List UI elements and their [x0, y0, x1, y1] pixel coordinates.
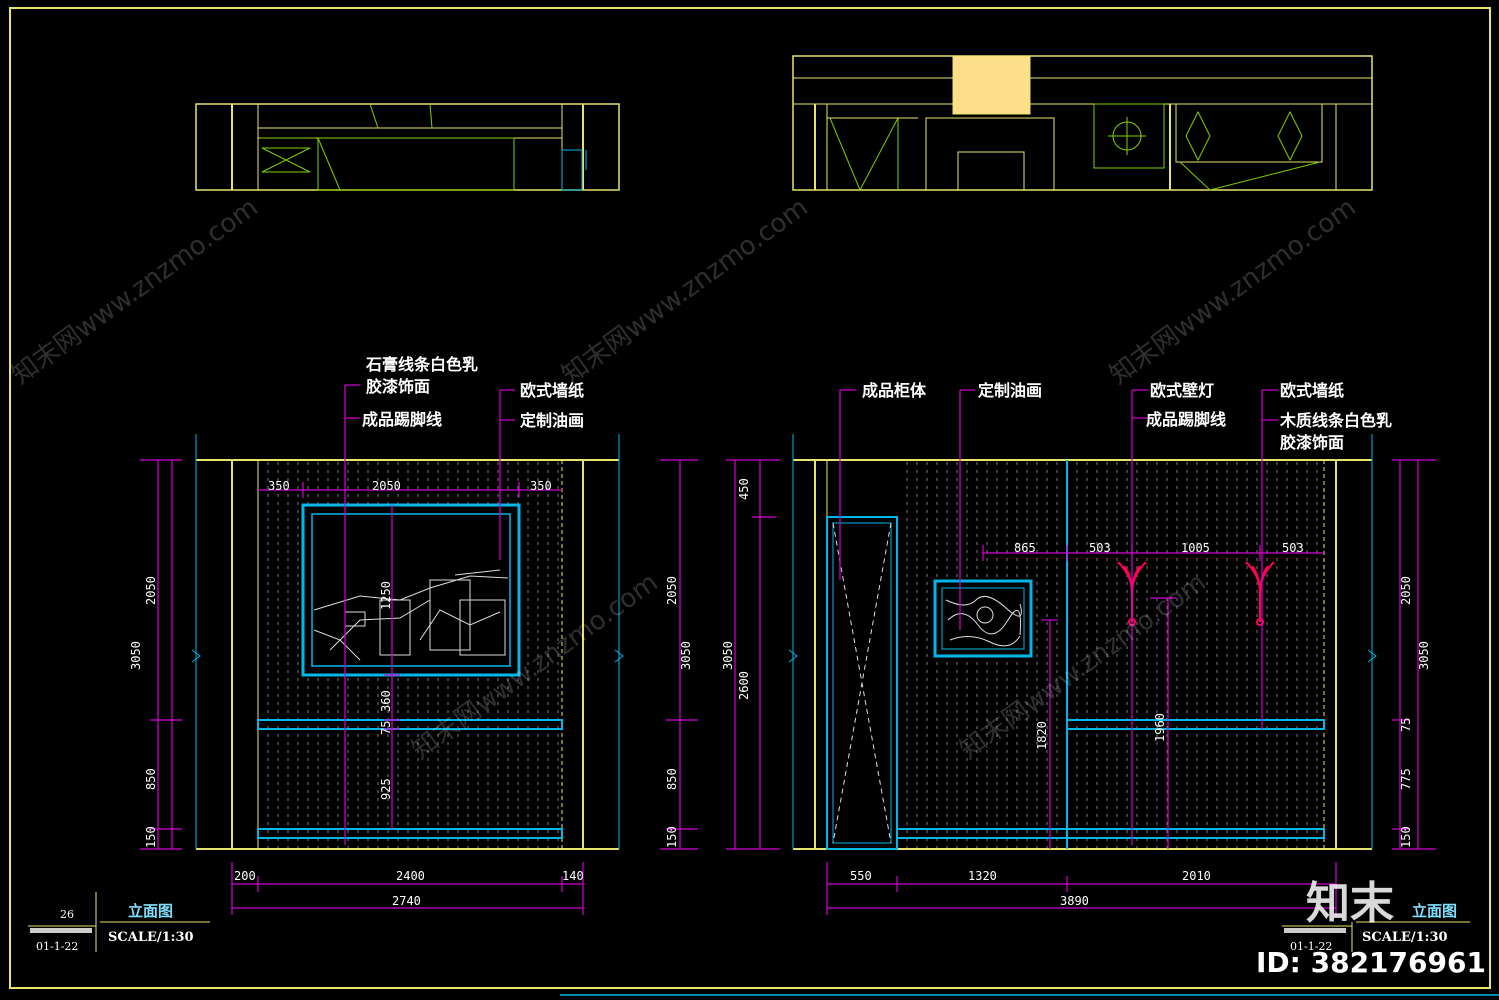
annot-skirting-left: 成品踢脚线: [362, 410, 442, 429]
painting-sketch-right: [945, 595, 1022, 647]
annot-wallpaper-left: 欧式墙纸: [520, 381, 584, 400]
dim-left-bottom-1: 200: [234, 869, 256, 883]
annot-skirting-right: 成品踢脚线: [1146, 410, 1226, 429]
dimension-lines: [140, 384, 1436, 915]
elevation-title-right: 立面图: [1412, 902, 1457, 920]
dim-right-total: 3890: [1060, 894, 1089, 908]
dim-left-top-1: 350: [268, 479, 290, 493]
drawing-frame: [9, 7, 1499, 996]
dim-right-r-4: 775: [1399, 768, 1413, 790]
dim-right-bottom-3: 2010: [1182, 869, 1211, 883]
dim-left-v-4: 925: [379, 778, 393, 800]
dim-right-top-4: 503: [1282, 541, 1304, 555]
dim-right-top-3: 1005: [1181, 541, 1210, 555]
annot-painting-right: 定制油画: [977, 381, 1042, 400]
dim-left-v-2: 360: [379, 690, 393, 712]
dim-left-bottom-3: 140: [562, 869, 584, 883]
annot-gypsum-line-2: 胶漆饰面: [366, 377, 430, 396]
annot-wallpaper-right: 欧式墙纸: [1280, 381, 1344, 400]
dim-right-r-5: 150: [1399, 826, 1413, 848]
watermark-text-3: 知末网www.znzmo.com: [1104, 192, 1361, 390]
plan-strip-left: [195, 103, 620, 191]
sheet-number-left: 26: [60, 908, 74, 921]
dim-right-bottom-2: 1320: [968, 869, 997, 883]
dim-right-v-1: 1820: [1035, 721, 1049, 750]
dim-right-r-3: 75: [1399, 718, 1413, 732]
elevation-title-left: 立面图: [128, 902, 173, 920]
left-elevation: [191, 434, 624, 850]
annot-cabinet: 成品柜体: [862, 381, 927, 400]
watermark-logo: 知末: [1306, 878, 1394, 929]
watermark-text-1: 知末网www.znzmo.com: [6, 192, 263, 390]
title-block-left: 26 01-1-22 立面图 SCALE/1:30: [28, 892, 210, 953]
elevation-scale-left: SCALE/1:30: [108, 930, 194, 945]
dim-right-lb-3: 2600: [737, 671, 751, 700]
annot-gypsum-line-1: 石膏线条白色乳: [365, 355, 478, 374]
dim-right-r-1: 2050: [1399, 576, 1413, 605]
dim-right-lb-1: 450: [737, 478, 751, 500]
annot-wood-line-2: 胶漆饰面: [1280, 433, 1344, 452]
dim-left-top-2: 2050: [372, 479, 401, 493]
right-elevation: [788, 434, 1377, 850]
wall-lamp-right: [1245, 561, 1275, 626]
dim-left-v-3: 75: [379, 721, 393, 735]
dim-right-top-2: 503: [1089, 541, 1111, 555]
dim-left-inner-3: 150: [144, 826, 158, 848]
annot-wood-line-1: 木质线条白色乳: [1279, 411, 1392, 430]
dim-left-outer: 3050: [129, 641, 143, 670]
dim-left-bottom-2: 2400: [396, 869, 425, 883]
dim-right-r-2: 3050: [1417, 641, 1431, 670]
watermark-id: ID: 382176961: [1256, 946, 1486, 979]
dim-right-top-1: 865: [1014, 541, 1036, 555]
annot-wall-lamp: 欧式壁灯: [1150, 381, 1214, 400]
dim-left-top-3: 350: [530, 479, 552, 493]
watermark: 知末网www.znzmo.com 知末网www.znzmo.com 知末网www…: [6, 192, 1485, 979]
plan-strip-right: [792, 55, 1373, 192]
dim-right-la-1: 2050: [665, 576, 679, 605]
dim-left-inner-1: 2050: [144, 576, 158, 605]
annot-oil-painting-left: 定制油画: [519, 411, 584, 430]
dim-left-v-1: 1250: [379, 581, 393, 610]
dim-left-inner-2: 850: [144, 768, 158, 790]
dim-right-la-4: 150: [665, 826, 679, 848]
sheet-ref-right: 01-1-22: [1290, 940, 1332, 953]
dim-left-total: 2740: [392, 894, 421, 908]
dim-right-lb-2: 3050: [721, 641, 735, 670]
watermark-text-2: 知末网www.znzmo.com: [556, 192, 813, 390]
title-block-right: 01-1-22 立面图 SCALE/1:30: [1282, 902, 1470, 953]
sheet-ref-left: 01-1-22: [36, 940, 78, 953]
dim-right-bottom-1: 550: [850, 869, 872, 883]
dim-right-v-2: 1960: [1153, 713, 1167, 742]
dim-right-la-3: 850: [665, 768, 679, 790]
elevation-scale-right: SCALE/1:30: [1362, 930, 1448, 945]
dim-right-la-2: 3050: [679, 641, 693, 670]
